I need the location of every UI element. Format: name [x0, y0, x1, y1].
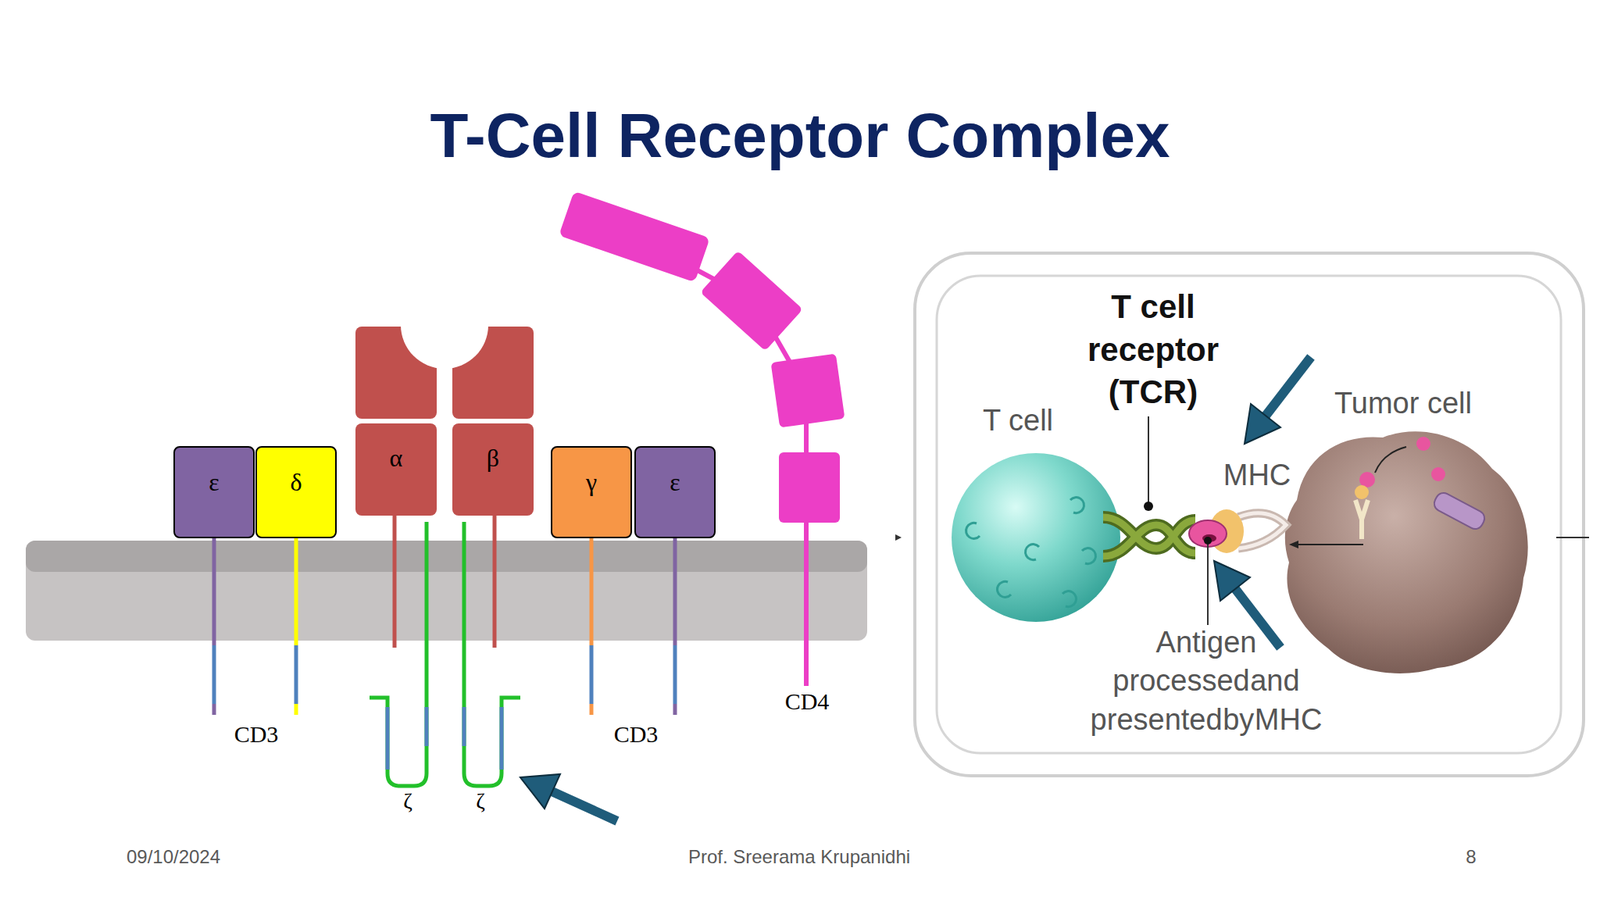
panel-frame [914, 253, 1584, 776]
chain-letter: α [389, 443, 404, 473]
chain-letter: δ [289, 467, 302, 497]
chain-letter: γ [585, 467, 597, 497]
pointer-arrow-head [1244, 403, 1281, 444]
cd3-gamma-box: γ [550, 446, 633, 539]
mhc-molecule [1238, 513, 1286, 549]
cd3-epsilon-box: ε [634, 446, 716, 539]
cd3-epsilon-stem [212, 537, 217, 646]
leader-line [1207, 540, 1209, 625]
cell-surface-texture [1082, 548, 1096, 565]
pointer-arrow-shaft [548, 789, 618, 822]
callout-label: Tumor cell [1334, 385, 1472, 422]
callout-label: T cell receptor (TCR) [1075, 285, 1232, 415]
t-cell [951, 453, 1121, 622]
tcr-alpha-stem [392, 511, 397, 648]
cell-surface-texture [997, 581, 1011, 597]
cd3-gamma-stem [589, 703, 594, 715]
cd3-delta-box: δ [255, 446, 337, 539]
cd3-epsilon-stem [212, 703, 217, 715]
callout-label: MHC [1223, 457, 1292, 494]
callout-label: T cell [982, 403, 1054, 440]
cd4-domain [558, 191, 711, 283]
page-number: 8 [1465, 846, 1476, 869]
zeta-itam [500, 707, 504, 770]
cell-surface-texture [1070, 497, 1084, 514]
panel-inner-frame [936, 275, 1561, 754]
pointer-arrow-head [520, 774, 561, 809]
chain-label: CD4 [785, 687, 830, 716]
leader-line [1147, 416, 1150, 507]
cd4-domain [700, 250, 803, 351]
antigen-binding-groove [400, 281, 489, 369]
cd3-itam [589, 645, 594, 704]
cd3-itam [673, 645, 678, 704]
chain-label: CD3 [614, 720, 659, 749]
pointer-arrow-shaft [1260, 357, 1311, 422]
slide-title: T-Cell Receptor Complex [0, 100, 1600, 172]
chain-label: CD3 [234, 720, 279, 749]
cd3-epsilon-box: ε [173, 446, 255, 539]
edge-mark [895, 534, 902, 541]
zeta-itam [385, 707, 390, 770]
cd3-delta-stem [294, 537, 299, 646]
mhc-synthesis [1355, 500, 1368, 540]
transport-arrow-head [1289, 540, 1299, 549]
callout-label: Antigen processed and presented by MHC [1089, 623, 1324, 740]
cd3-delta-stem [294, 703, 299, 715]
zeta-chain [464, 521, 521, 786]
tcr-alpha-box: α [355, 423, 437, 516]
cd4-domain [771, 353, 846, 429]
zeta-chain [369, 521, 427, 786]
antigen-fragment [1431, 467, 1446, 482]
footer-author: Prof. Sreerama Krupanidhi [688, 846, 911, 869]
cell-surface-texture [1062, 591, 1076, 608]
antigen-peptide [1189, 520, 1227, 547]
footer-date: 09/10/2024 [126, 846, 221, 869]
cd4-domain [778, 452, 840, 523]
transport-arrow [1296, 543, 1364, 546]
tcr-molecule [1103, 525, 1196, 557]
cd3-gamma-stem [589, 537, 594, 646]
cell-surface-texture [966, 522, 980, 539]
tcr-beta-box: β [452, 423, 534, 516]
chain-letter: ε [669, 467, 680, 497]
chain-label: ζ [403, 788, 413, 815]
cd3-itam [212, 645, 217, 704]
cd3-itam [294, 645, 299, 704]
cd3-epsilon-stem [673, 537, 678, 646]
chain-letter: β [486, 443, 500, 473]
leader-dot [1143, 501, 1154, 511]
tcr-beta-stem [492, 511, 497, 648]
cell-surface-texture [1025, 544, 1040, 561]
mhc-molecule [1238, 513, 1286, 549]
cell-membrane [25, 540, 868, 641]
chain-letter: ε [208, 467, 219, 497]
mhc-loading [1354, 485, 1369, 500]
pointer-arrow-head [1214, 560, 1250, 601]
cd3-epsilon-stem [673, 703, 678, 715]
zeta-itam [462, 707, 467, 747]
process-arrow [1375, 446, 1407, 473]
chain-label: ζ [475, 788, 486, 815]
tumor-cell [1285, 431, 1529, 674]
zeta-itam [425, 707, 429, 747]
leader-dot [1203, 536, 1212, 545]
edge-mark [1556, 536, 1590, 539]
antigen-fragment [1416, 436, 1431, 451]
membrane-outer-layer [25, 540, 868, 572]
proteasome [1431, 489, 1487, 532]
